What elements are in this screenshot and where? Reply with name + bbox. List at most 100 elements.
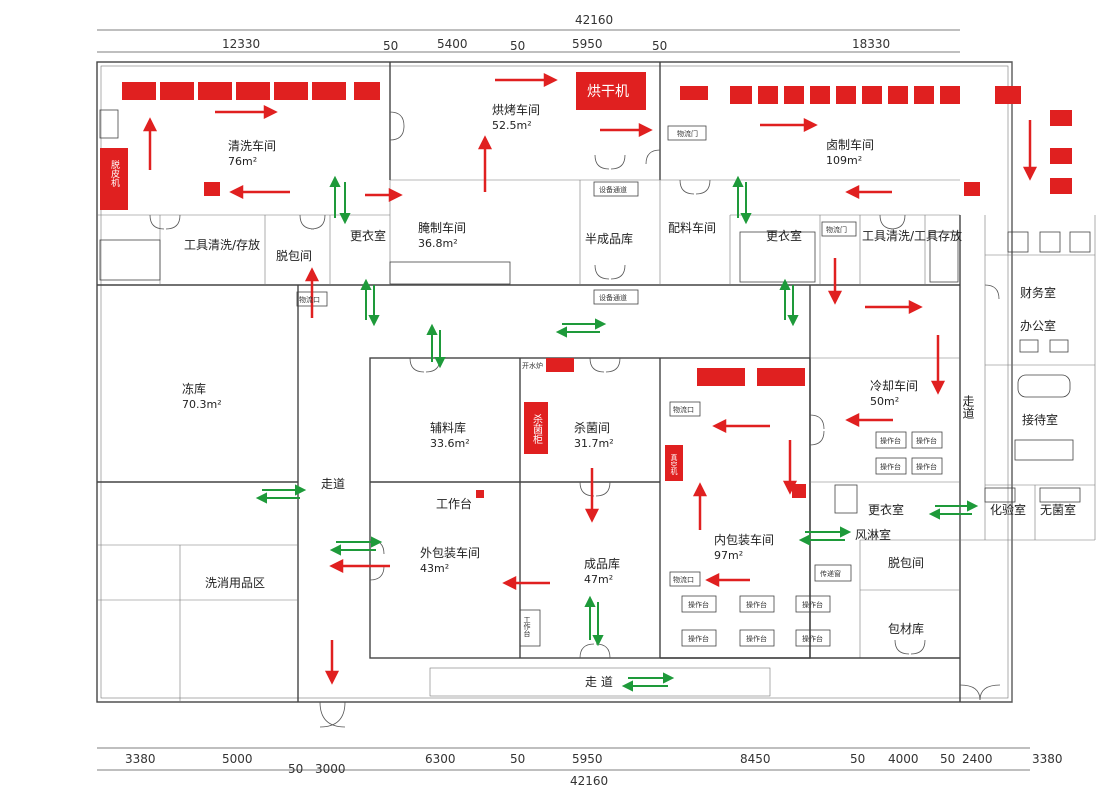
material-flow-arrows (142, 72, 1038, 685)
workbench-small-2: 操作台 (916, 436, 937, 445)
equip-braise-9 (914, 86, 934, 104)
auxiliary-store-area: 33.6m² (430, 437, 470, 450)
cooling-workshop-area: 50m² (870, 395, 899, 408)
dryer-label: 烘干机 (587, 84, 629, 100)
dim-bottom-7: 5950 (572, 752, 603, 766)
material-port-1: 物流口 (299, 295, 320, 304)
dim-bottom-12: 2400 (962, 752, 993, 766)
unpacking-left: 脱包间 (276, 248, 312, 263)
dryer-equipment (576, 72, 646, 110)
auxiliary-store-name: 辅料库 (430, 420, 466, 435)
boiler-label: 开水炉 (522, 361, 543, 370)
equip-top-left-3 (198, 82, 232, 100)
boiler-equipment (546, 358, 574, 372)
dim-top-4: 50 (510, 39, 525, 53)
sterile-room: 无菌室 (1040, 502, 1076, 517)
dim-bottom-6: 50 (510, 752, 525, 766)
lab: 化验室 (990, 502, 1026, 517)
personnel-flow-arrows (255, 175, 979, 692)
changing-left: 更衣室 (350, 228, 386, 243)
peeler-equipment (100, 148, 128, 210)
workbench-small-5: 操作台 (688, 600, 709, 609)
braising-workshop-area: 109m² (826, 154, 862, 167)
workbench-small-1: 操作台 (880, 436, 901, 445)
vacuum-label: 真空机 (670, 453, 678, 476)
dim-top-2: 50 (383, 39, 398, 53)
freezer-name: 冻库 (182, 381, 206, 396)
dim-top-7: 18330 (852, 37, 890, 51)
equip-top-left-6 (312, 82, 346, 100)
corridor-left: 走道 (321, 477, 345, 491)
equip-small-1 (204, 182, 220, 196)
equip-braise-4 (784, 86, 804, 104)
dim-bottom-4: 3000 (315, 762, 346, 776)
equip-top-left-5 (274, 82, 308, 100)
dim-bottom-10: 4000 (888, 752, 919, 766)
material-port-2: 物流口 (673, 405, 694, 414)
sterilizer-equipment (524, 402, 548, 454)
equip-braise-6 (836, 86, 856, 104)
semi-finished-store: 半成品库 (585, 231, 633, 246)
workbench-label: 工作台 (436, 496, 472, 511)
corridor-bottom: 走 道 (585, 675, 613, 689)
dim-top-6: 50 (652, 39, 667, 53)
equip-braise-3 (758, 86, 778, 104)
dim-bottom-11: 50 (940, 752, 955, 766)
dim-bottom-9: 50 (850, 752, 865, 766)
dim-top-5: 5950 (572, 37, 603, 51)
sterilization-room-area: 31.7m² (574, 437, 614, 450)
pass-window: 传递窗 (820, 569, 841, 578)
equip-braise-13 (1050, 148, 1072, 164)
cooling-workshop-name: 冷却车间 (870, 378, 918, 393)
corridor-right: 走道 (961, 395, 975, 419)
equip-braise-14 (1050, 178, 1072, 194)
equip-top-left-4 (236, 82, 270, 100)
equip-top-left-2 (160, 82, 194, 100)
cleaning-workshop-area: 76m² (228, 155, 257, 168)
dim-bottom-5: 6300 (425, 752, 456, 766)
dim-bottom-1: 3380 (125, 752, 156, 766)
baking-workshop-area: 52.5m² (492, 119, 532, 132)
equip-top-left-7 (354, 82, 380, 100)
batching-workshop: 配料车间 (668, 220, 716, 235)
workbench-small-8: 操作台 (688, 634, 709, 643)
dim-bottom-3: 50 (288, 762, 303, 776)
dimension-lines: 42160 12330 50 5400 50 5950 50 18330 338… (97, 13, 1063, 788)
annotation-labels: 物流口 物流门 物流门 设备通道 设备通道 物流口 物流口 传递窗 开水炉 工作… (299, 129, 937, 643)
braising-workshop-name: 卤制车间 (826, 137, 874, 152)
equip-braise-10 (940, 86, 960, 104)
finished-store-area: 47m² (584, 573, 613, 586)
equip-braise-5 (810, 86, 830, 104)
dim-bottom-2: 5000 (222, 752, 253, 766)
changing-mid: 更衣室 (766, 228, 802, 243)
workbench-small-10: 操作台 (802, 634, 823, 643)
cleaning-workshop-name: 清洗车间 (228, 138, 276, 153)
outer-packing-area: 43m² (420, 562, 449, 575)
changing-right: 更衣室 (868, 502, 904, 517)
baking-workshop-name: 烘烤车间 (492, 102, 540, 117)
material-port-3: 物流口 (673, 575, 694, 584)
workbench-small-3: 操作台 (880, 462, 901, 471)
material-door-2: 物流门 (826, 225, 847, 234)
equipment-passage-2: 设备通道 (599, 293, 627, 302)
unpacking-right: 脱包间 (888, 555, 924, 570)
reception: 接待室 (1022, 412, 1058, 427)
packing-material-store: 包材库 (888, 621, 924, 636)
finished-store-name: 成品库 (584, 556, 620, 571)
tool-cleaning-right: 工具清洗/工具存放 (862, 228, 962, 243)
equip-small-2 (792, 484, 806, 498)
equip-braise-2 (730, 86, 752, 104)
peeler-label: 脱皮机 (109, 159, 120, 188)
equipment-passage-1: 设备通道 (599, 185, 627, 194)
freezer-area: 70.3m² (182, 398, 222, 411)
tool-cleaning-left: 工具清洗/存放 (184, 237, 260, 252)
workbench-small-4: 操作台 (916, 462, 937, 471)
dim-bottom-13: 3380 (1032, 752, 1063, 766)
equip-top-left-1 (122, 82, 156, 100)
room-labels: 清洗车间 76m² 烘烤车间 52.5m² 卤制车间 109m² 工具清洗/存放… (182, 102, 1076, 689)
washing-supplies: 洗消用品区 (205, 576, 265, 590)
pickling-workshop-name: 腌制车间 (418, 220, 466, 235)
vacuum-equipment (665, 445, 683, 481)
workbench-small-7: 操作台 (802, 600, 823, 609)
